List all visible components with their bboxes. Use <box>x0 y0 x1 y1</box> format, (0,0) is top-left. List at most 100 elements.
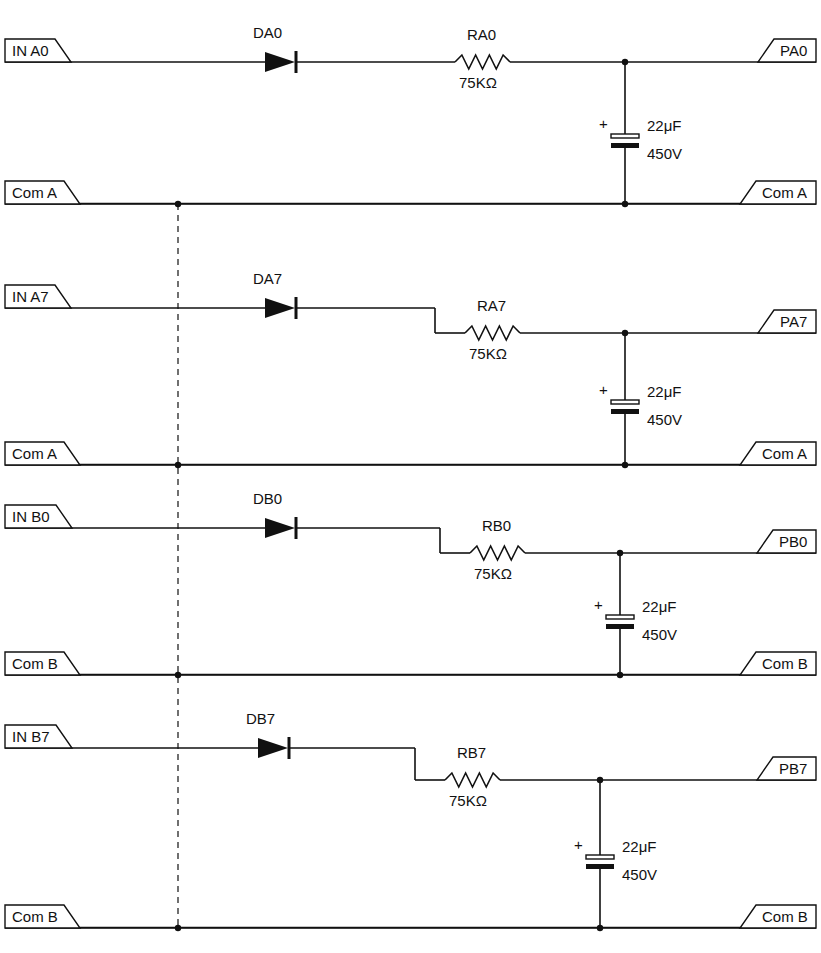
capacitor-plate <box>586 864 614 869</box>
common-wire-ends <box>5 203 816 205</box>
capacitor-plate <box>606 624 634 629</box>
terminal-tag: Com B <box>5 905 80 928</box>
diode-name: DB7 <box>246 710 275 727</box>
diode-symbol <box>265 52 295 72</box>
terminal-tag: Com B <box>740 905 816 928</box>
tag-shape <box>5 905 80 928</box>
terminal-name: PB7 <box>757 757 807 780</box>
resistor-symbol <box>445 773 500 787</box>
tag-shape <box>757 530 816 553</box>
tag-shape <box>5 39 71 62</box>
common-wire-ends <box>5 674 816 676</box>
capacitor-lead <box>599 780 601 856</box>
resistor-name: RB0 <box>482 517 511 534</box>
terminal-name: PB0 <box>757 530 807 553</box>
terminal-name: IN B0 <box>5 505 50 528</box>
common-wire <box>80 674 740 676</box>
series-wire <box>414 748 416 780</box>
capacitor-lead <box>624 333 626 401</box>
series-wire <box>434 308 436 333</box>
terminal-name: Com A <box>5 442 57 465</box>
junction-dot <box>597 777 603 783</box>
resistor-name: RA0 <box>467 26 496 43</box>
terminal-name: IN B7 <box>5 725 50 748</box>
voltage-rating: 450V <box>642 626 677 643</box>
terminal-name: IN A0 <box>5 39 49 62</box>
capacitor-lead <box>619 629 621 675</box>
capacitor-lead <box>624 414 626 465</box>
terminal-tag: Com A <box>5 442 80 465</box>
terminal-tag: PA7 <box>758 310 816 333</box>
resistor-symbol <box>470 546 525 560</box>
common-link-dashed <box>177 204 178 928</box>
common-wire <box>80 927 740 929</box>
terminal-name: Com A <box>740 442 807 465</box>
terminal-tag: Com A <box>740 442 816 465</box>
series-wire <box>296 307 435 309</box>
capacitor-plate <box>611 143 639 148</box>
tag-shape <box>758 310 816 333</box>
series-wire <box>296 527 440 529</box>
terminal-tag: PB0 <box>757 530 816 553</box>
terminal-name: Com B <box>5 652 58 675</box>
capacitor-plate <box>586 855 614 859</box>
capacitance-value: 22μF <box>642 598 677 615</box>
tag-shape <box>5 442 80 465</box>
junction-dot <box>622 59 628 65</box>
capacitor-plate <box>606 615 634 619</box>
tag-shape <box>5 652 80 675</box>
terminal-tag: PB7 <box>757 757 816 780</box>
diode-name: DB0 <box>253 490 282 507</box>
series-wire <box>435 332 465 334</box>
terminal-tag: Com B <box>5 652 80 675</box>
terminal-name: PA7 <box>758 310 807 333</box>
terminal-name: PA0 <box>758 39 807 62</box>
voltage-rating: 450V <box>647 145 682 162</box>
terminal-tag: IN B0 <box>5 505 72 528</box>
terminal-tag: Com A <box>740 181 816 204</box>
terminal-name: Com A <box>740 181 807 204</box>
resistor-value: 75KΩ <box>469 345 507 362</box>
series-wire <box>439 528 441 553</box>
resistor-symbol <box>455 55 510 69</box>
resistor-name: RB7 <box>457 744 486 761</box>
terminal-tag: IN A0 <box>5 39 71 62</box>
capacitance-value: 22μF <box>622 838 657 855</box>
junction-dot <box>617 550 623 556</box>
terminal-tag: Com B <box>740 652 816 675</box>
diode-symbol <box>258 738 288 758</box>
terminal-tag: IN A7 <box>5 285 71 308</box>
terminal-tag: IN B7 <box>5 725 72 748</box>
capacitor-plate <box>611 134 639 138</box>
capacitor-plate <box>611 409 639 414</box>
common-wire <box>80 203 740 205</box>
common-wire-ends <box>5 464 816 466</box>
terminal-tag: Com A <box>5 181 80 204</box>
terminal-name: Com B <box>740 652 808 675</box>
polarity-mark: + <box>574 836 583 853</box>
tag-shape <box>5 505 72 528</box>
tag-shape <box>758 39 816 62</box>
series-wire <box>440 552 470 554</box>
tag-shape <box>740 905 816 928</box>
polarity-mark: + <box>599 381 608 398</box>
capacitance-value: 22μF <box>647 383 682 400</box>
diode-name: DA0 <box>253 24 282 41</box>
polarity-mark: + <box>594 596 603 613</box>
terminal-name: Com B <box>5 905 58 928</box>
capacitor-lead <box>624 148 626 204</box>
terminal-name: Com A <box>5 181 57 204</box>
series-wire <box>415 779 445 781</box>
junction-dot <box>622 330 628 336</box>
common-wire-ends <box>5 927 816 929</box>
resistor-name: RA7 <box>477 297 506 314</box>
resistor-value: 75KΩ <box>459 74 497 91</box>
diode-symbol <box>265 518 295 538</box>
tag-shape <box>5 285 71 308</box>
terminal-name: Com B <box>740 905 808 928</box>
tag-shape <box>5 725 72 748</box>
capacitor-lead <box>619 553 621 616</box>
resistor-value: 75KΩ <box>474 565 512 582</box>
